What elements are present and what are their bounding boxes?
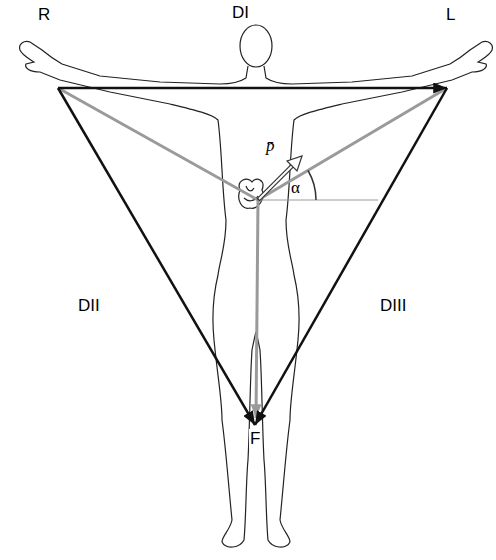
- vector-fill: [259, 166, 292, 199]
- lead-axes: [58, 88, 447, 418]
- lead-arrow: [58, 87, 447, 90]
- vector-outline: [258, 166, 292, 200]
- angle-arc: [308, 171, 316, 201]
- vector-head: [287, 156, 302, 171]
- dipole-vector: [258, 156, 302, 200]
- body-half: [256, 41, 492, 547]
- axis-line: [58, 88, 258, 200]
- body-half: [20, 41, 256, 547]
- angle-name: α: [291, 178, 300, 198]
- axis-arrow: [256, 200, 258, 418]
- head: [240, 25, 272, 67]
- vector-name: p̄: [266, 136, 275, 156]
- lead-arrow: [255, 88, 447, 425]
- lead-name: DI: [232, 3, 249, 23]
- lead-name: DIII: [380, 296, 406, 316]
- lead-arrow: [58, 88, 255, 425]
- electrode-name: R: [38, 5, 50, 25]
- electrode-name: F: [249, 429, 261, 449]
- electrode-name: L: [446, 5, 455, 25]
- triangle: [58, 88, 447, 425]
- horizontal-reference: [258, 200, 378, 201]
- lead-name: DII: [78, 296, 100, 316]
- body-outline: [20, 25, 493, 547]
- axis-line: [258, 88, 447, 200]
